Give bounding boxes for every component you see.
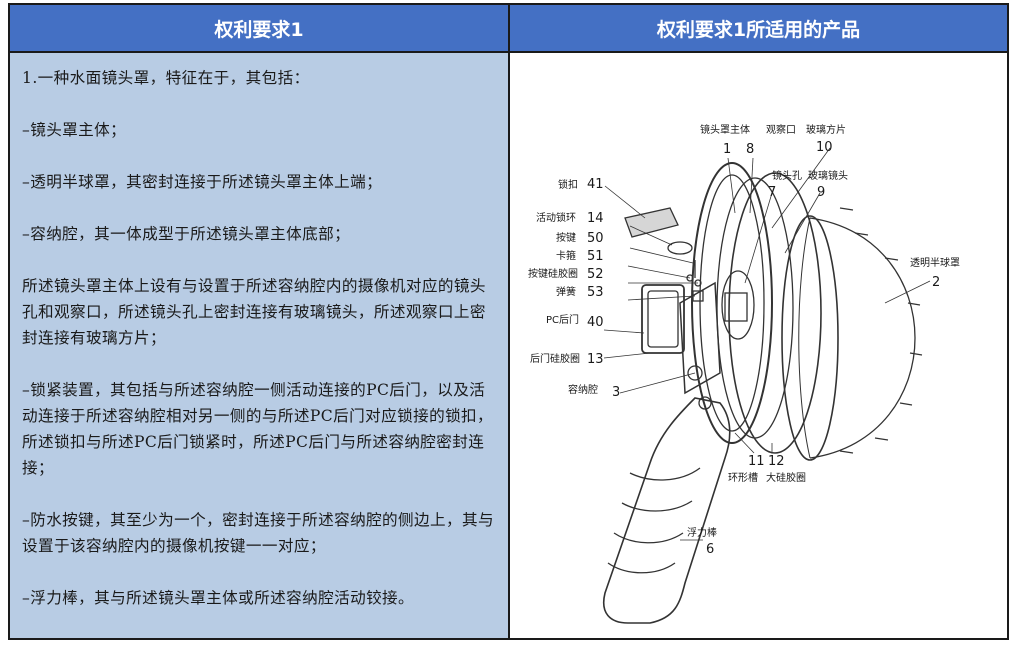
num-dome: 2 (932, 275, 940, 290)
num-glass-sheet: 10 (816, 140, 833, 155)
float-rod (603, 397, 731, 624)
label-lock-ring: 活动锁环 (536, 211, 576, 224)
num-cavity: 3 (612, 385, 620, 400)
cavity-box (679, 281, 721, 395)
num-lock-ring: 14 (587, 211, 604, 226)
num-float: 6 (706, 542, 714, 557)
label-float: 浮力棒 (687, 526, 717, 539)
label-spring: 弹簧 (556, 285, 576, 298)
claim-header: 权利要求1 (10, 5, 510, 51)
label-window: 观察口 (766, 123, 796, 136)
product-header: 权利要求1所适用的产品 (510, 5, 1007, 51)
label-dome: 透明半球罩 (910, 256, 960, 269)
label-door-gasket: 后门硅胶圈 (530, 352, 580, 365)
label-pc-door: PC后门 (546, 313, 579, 326)
num-lens-hole: 7 (768, 185, 776, 200)
claim-text-cell: 1.一种水面镜头罩，特征在于，其包括： –镜头罩主体； –透明半球罩，其密封连接… (10, 51, 510, 638)
num-lock: 41 (587, 177, 604, 192)
num-window: 8 (746, 142, 754, 157)
num-big-gasket: 12 (768, 454, 785, 469)
claim-item-lock-device: –锁紧装置，其包括与所述容纳腔一侧活动连接的PC后门，以及活动连接于所述容纳腔相… (22, 381, 494, 477)
comparison-table: 权利要求1 权利要求1所适用的产品 1.一种水面镜头罩，特征在于，其包括： –镜… (8, 3, 1009, 640)
label-glass-sheet: 玻璃方片 (806, 123, 846, 136)
exploded-view-drawing: 镜头罩主体 观察口 玻璃方片 镜头孔 玻璃镜头 透明半球罩 锁扣 活动锁环 按键… (528, 123, 960, 624)
num-glass-lens: 9 (817, 185, 825, 200)
claim-item-dome: –透明半球罩，其密封连接于所述镜头罩主体上端； (22, 173, 383, 191)
label-cavity: 容纳腔 (568, 383, 598, 396)
label-big-gasket: 大硅胶圈 (766, 471, 806, 484)
claim-item-float: –浮力棒，其与所述镜头罩主体或所述容纳腔活动铰接。 (22, 589, 415, 607)
label-clip: 卡箍 (556, 249, 576, 262)
num-pc-door: 40 (587, 315, 604, 330)
dome-shape (809, 217, 916, 459)
label-button: 按键 (556, 231, 576, 244)
big-gasket-ring (728, 172, 822, 454)
claim-preamble: 1.一种水面镜头罩，特征在于，其包括： (22, 69, 310, 87)
num-button: 50 (587, 231, 604, 246)
label-glass-lens: 玻璃镜头 (808, 169, 848, 182)
claim-item-cavity: –容纳腔，其一体成型于所述镜头罩主体底部； (22, 225, 351, 243)
lock-shape (624, 207, 679, 238)
num-groove: 11 (748, 454, 765, 469)
label-groove: 环形槽 (728, 471, 758, 484)
main-body-ring (691, 162, 773, 444)
label-button-gasket: 按键硅胶圈 (528, 267, 578, 280)
claim-item-main-body: –镜头罩主体； (22, 121, 127, 139)
label-main-body: 镜头罩主体 (700, 123, 750, 136)
label-lock: 锁扣 (558, 178, 578, 191)
num-main-body: 1 (723, 142, 731, 157)
num-spring: 53 (587, 285, 604, 300)
product-drawing-cell: 镜头罩主体 观察口 玻璃方片 镜头孔 玻璃镜头 透明半球罩 锁扣 活动锁环 按键… (510, 51, 1007, 638)
claim-item-lens-window: 所述镜头罩主体上设有与设置于所述容纳腔内的摄像机对应的镜头孔和观察口，所述镜头孔… (22, 277, 486, 347)
num-button-gasket: 52 (587, 267, 604, 282)
num-door-gasket: 13 (587, 352, 604, 367)
pc-door (641, 284, 685, 354)
claim-item-waterproof-button: –防水按键，其至少为一个，密封连接于所述容纳腔的侧边上，其与设置于该容纳腔内的摄… (22, 511, 495, 555)
label-lens-hole: 镜头孔 (772, 169, 802, 182)
num-clip: 51 (587, 249, 604, 264)
